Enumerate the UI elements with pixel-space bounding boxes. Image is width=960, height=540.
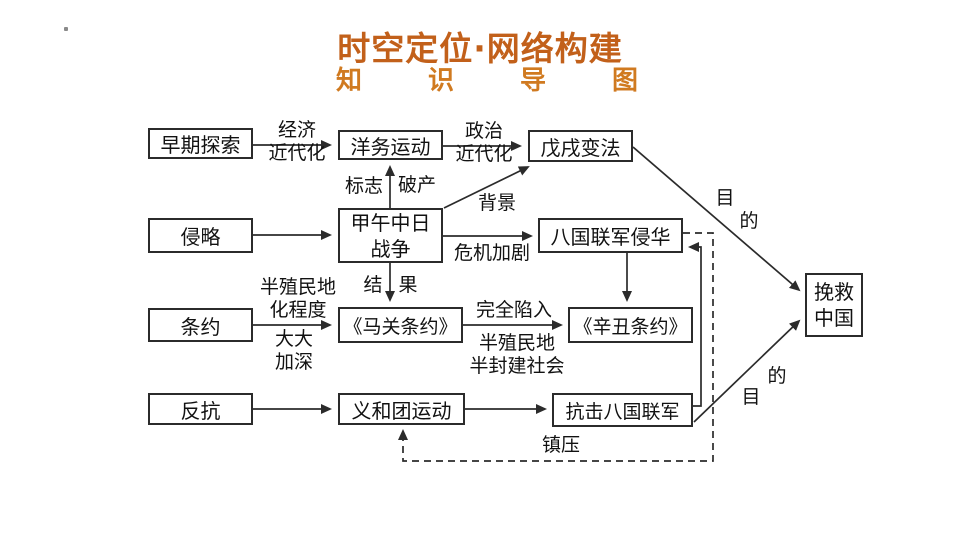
edge-label-semicolonial-semifeudal: 半殖民地 半封建社会 (469, 332, 565, 378)
edge-label-crisis-intensified: 危机加剧 (453, 242, 530, 264)
arrow-wuxu-to-save (632, 146, 801, 292)
page-title: 时空定位·网络构建 (337, 29, 623, 68)
edge-label-bankruptcy: 破产 (397, 174, 436, 196)
arrow-fight-to-save (693, 319, 801, 423)
edge-label-completely-fell: 完全陷入 (475, 299, 552, 321)
node-maguan-treaty: 《马关条约》 (338, 307, 463, 343)
node-invasion: 侵略 (148, 218, 253, 253)
node-jiawu-war: 甲午中日 战争 (338, 208, 443, 263)
edge-label-purpose-top-1: 目 (715, 187, 735, 209)
edge-label-purpose-bottom-1: 目 (741, 386, 761, 408)
edge-label-suppression: 镇压 (541, 434, 580, 456)
speck-artifact (64, 27, 68, 31)
node-yangwu-movement: 洋务运动 (338, 130, 443, 160)
node-fight-eightnation: 抗击八国联军 (552, 393, 693, 427)
edge-label-purpose-bottom-2: 的 (767, 365, 787, 387)
node-eightnation-invasion: 八国联军侵华 (538, 218, 683, 253)
edge-label-greatly-deepened: 大大 加深 (274, 328, 313, 374)
dashed-arrow-suppression (398, 232, 714, 462)
node-yihetuan-movement: 义和团运动 (338, 393, 465, 425)
node-xinchou-treaty: 《辛丑条约》 (568, 307, 693, 343)
edge-label-sign: 标志 (344, 175, 383, 197)
node-wuxu-reform: 戊戌变法 (528, 130, 633, 162)
page-subtitle: 知识导图 (336, 66, 705, 96)
node-resistance: 反抗 (148, 393, 253, 425)
edge-label-political-modernization: 政治 近代化 (455, 120, 513, 166)
edge-label-result-right: 果 (398, 274, 418, 296)
edge-label-semicolonial-degree: 半殖民地 化程度 (259, 276, 336, 322)
node-treaty: 条约 (148, 308, 253, 342)
node-early-exploration: 早期探索 (148, 128, 253, 159)
edge-label-background: 背景 (477, 192, 516, 214)
edge-label-result-left: 结 (363, 274, 383, 296)
node-save-china: 挽救 中国 (805, 273, 863, 337)
edge-label-purpose-top-2: 的 (739, 210, 759, 232)
edge-label-economic-modernization: 经济 近代化 (268, 119, 326, 165)
arrow-fight-to-eightnation (688, 242, 702, 407)
arrow-jiawu-to-wuxu-background (443, 166, 530, 209)
